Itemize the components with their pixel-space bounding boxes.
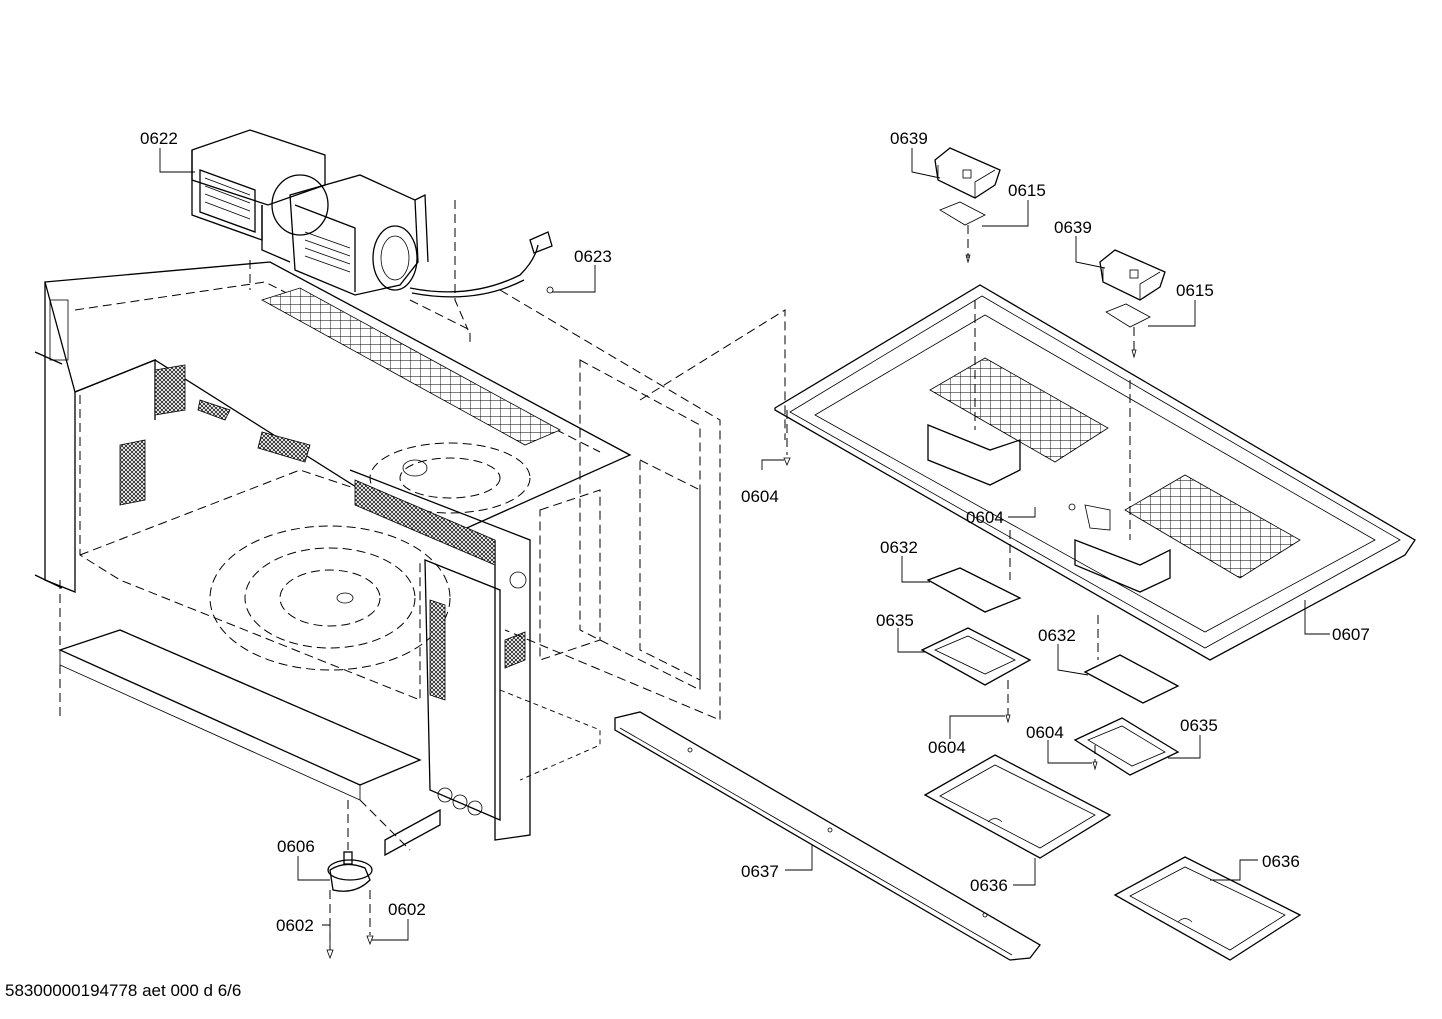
glass-pane-left bbox=[926, 530, 1022, 613]
callout-0606: 0606 bbox=[277, 837, 315, 856]
callout-0632-b: 0632 bbox=[1038, 626, 1076, 645]
glass-frame-left bbox=[920, 627, 1032, 724]
ceiling-panel bbox=[774, 284, 1416, 661]
callout-0635-b: 0635 bbox=[1180, 716, 1218, 735]
callout-0602-a: 0602 bbox=[276, 916, 314, 935]
waveguide-cover-left bbox=[934, 147, 1001, 264]
callout-0639-a: 0639 bbox=[890, 129, 928, 148]
trim-strip bbox=[614, 711, 1041, 961]
callout-0602-b: 0602 bbox=[388, 900, 426, 919]
callout-0615-a: 0615 bbox=[1008, 181, 1046, 200]
callout-0632-a: 0632 bbox=[880, 538, 918, 557]
callout-0637: 0637 bbox=[741, 862, 779, 881]
callout-0607: 0607 bbox=[1332, 625, 1370, 644]
callout-leaders bbox=[159, 148, 1330, 950]
callout-labels: 0622 0623 0604 0639 0615 0639 0615 0604 … bbox=[140, 129, 1370, 935]
callout-0639-b: 0639 bbox=[1054, 218, 1092, 237]
callout-0636-b: 0636 bbox=[1262, 852, 1300, 871]
glass-pane-right bbox=[1083, 615, 1180, 704]
panel-alignment-line bbox=[639, 309, 786, 440]
filter-frame-right bbox=[1113, 856, 1302, 961]
callout-0604-d: 0604 bbox=[1026, 723, 1064, 742]
callout-0615-b: 0615 bbox=[1176, 281, 1214, 300]
waveguide-cover-right bbox=[1099, 249, 1166, 359]
filter-frame-left bbox=[923, 754, 1112, 859]
glass-frame-right bbox=[1073, 717, 1180, 776]
oven-cavity-housing bbox=[34, 261, 721, 857]
fan-alignment-line bbox=[454, 200, 469, 331]
blower-fan-assembly bbox=[191, 129, 553, 298]
callout-0604-b: 0604 bbox=[966, 508, 1004, 527]
screw-parts bbox=[546, 286, 1076, 511]
document-id: 58300000194778 aet 000 d 6/6 bbox=[5, 981, 242, 1000]
callout-0635-a: 0635 bbox=[876, 611, 914, 630]
turntable-motor bbox=[326, 800, 374, 960]
callout-0604-c: 0604 bbox=[928, 738, 966, 757]
callout-0623: 0623 bbox=[574, 247, 612, 266]
callout-0622: 0622 bbox=[140, 129, 178, 148]
callout-0604-a: 0604 bbox=[741, 487, 779, 506]
callout-0636-a: 0636 bbox=[970, 876, 1008, 895]
